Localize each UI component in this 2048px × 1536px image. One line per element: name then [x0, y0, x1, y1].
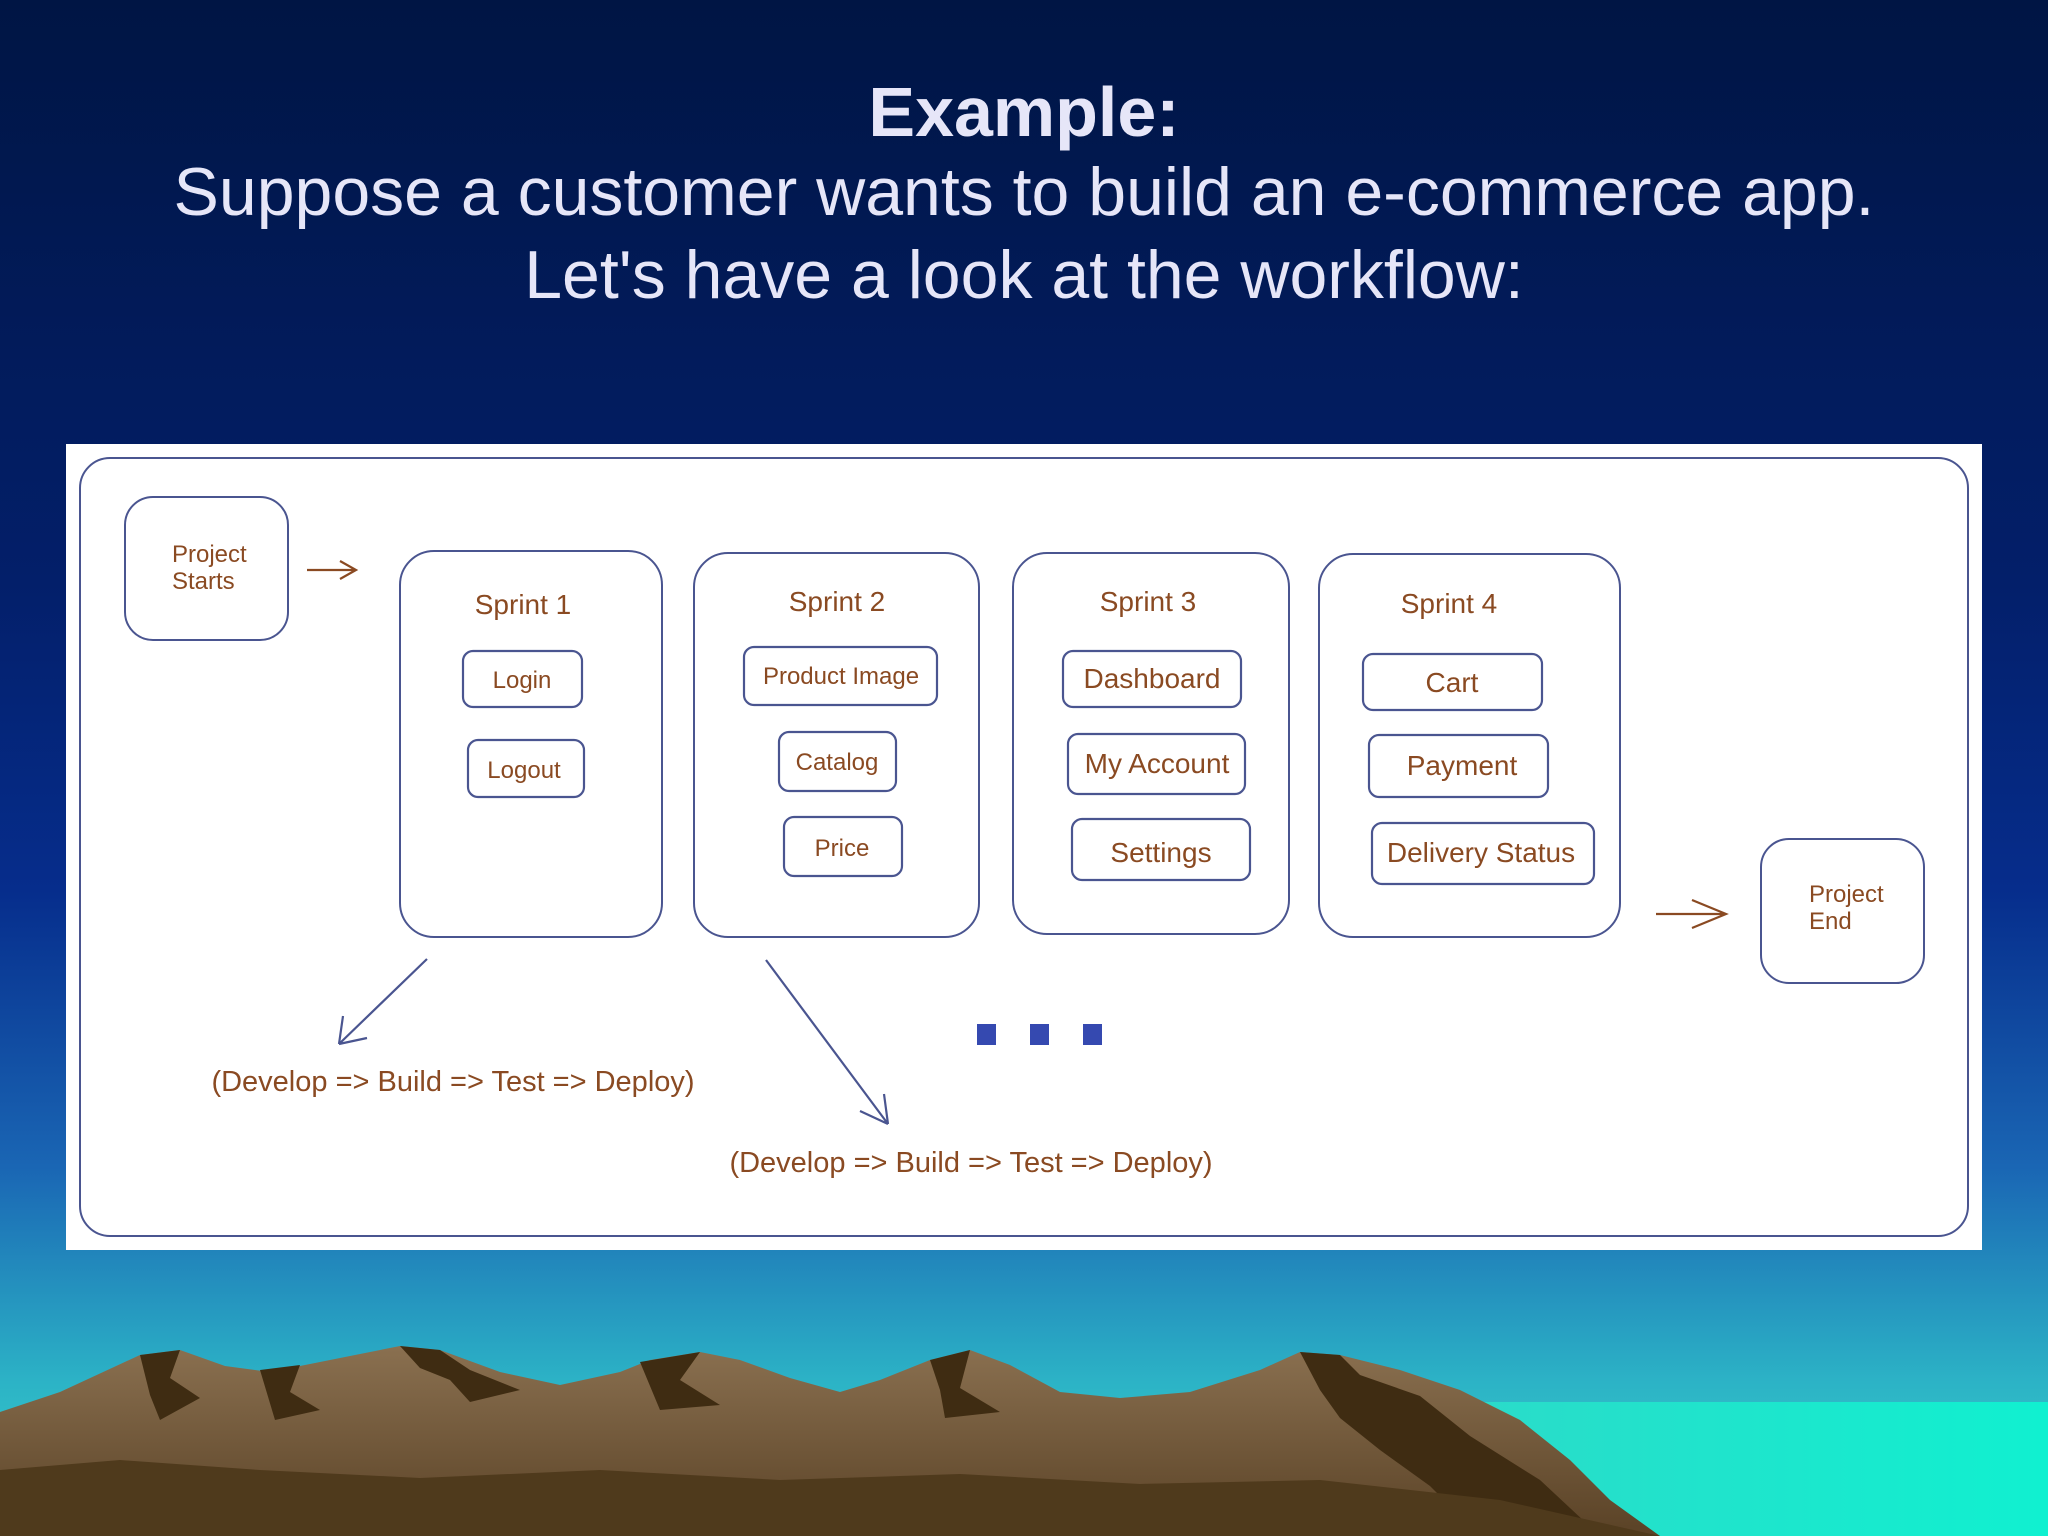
sprint-3-item: Settings	[1110, 837, 1211, 868]
sprint-4-item: Payment	[1407, 750, 1518, 781]
mountain-range	[0, 1346, 1660, 1536]
sprint-1-item-box	[466, 738, 586, 799]
end-arrow	[1656, 898, 1729, 930]
slide-subtitle-line-1: Suppose a customer wants to build an e-c…	[173, 154, 1875, 230]
sprint-1-item-box	[461, 649, 584, 709]
start-arrow	[307, 560, 359, 580]
sprint-1-title: Sprint 1	[475, 589, 572, 620]
sprint-1-group: Sprint 1 Login Logout	[399, 550, 663, 938]
more-sprints-ellipsis	[977, 1024, 1102, 1045]
sprint-3-item: Dashboard	[1084, 663, 1221, 694]
sprint-4-item: Delivery Status	[1387, 837, 1575, 868]
sprint-4-title: Sprint 4	[1401, 588, 1498, 619]
sprint-2-title: Sprint 2	[789, 586, 886, 617]
sprint-3-item-box	[1070, 817, 1252, 882]
sprint-1-cycle-arrow	[337, 958, 428, 1046]
sprint-3-title: Sprint 3	[1100, 586, 1197, 617]
sprint-3-group: Sprint 3 Dashboard My Account Settings	[1012, 552, 1290, 935]
sprint-2-cycle-label: (Develop => Build => Test => Deploy)	[729, 1147, 1212, 1179]
slide-title: Example:	[868, 73, 1180, 151]
sprint-2-cycle-arrow	[765, 959, 890, 1125]
sprint-4-item-box	[1370, 821, 1596, 886]
project-start-label-line-2: Starts	[172, 568, 235, 595]
sprint-4-item-box	[1361, 652, 1544, 712]
project-end-label-line-1: Project	[1809, 881, 1884, 908]
sprint-3-item-box	[1066, 732, 1247, 796]
project-end-node: Project End	[1760, 838, 1925, 984]
sprint-1-item: Logout	[487, 757, 561, 784]
sprint-2-group: Sprint 2 Product Image Catalog Price	[693, 552, 980, 938]
sprint-1-item: Login	[493, 667, 552, 694]
sprint-2-item: Product Image	[763, 663, 919, 690]
sprint-1-cycle-label: (Develop => Build => Test => Deploy)	[211, 1066, 694, 1098]
sprint-4-group: Sprint 4 Cart Payment Delivery Status	[1318, 553, 1621, 938]
sprint-2-item: Catalog	[796, 749, 879, 776]
sprint-3-item-box	[1061, 649, 1243, 709]
project-start-node: Project Starts	[124, 496, 289, 641]
workflow-diagram: Project Starts Sprint 1 Login Logout Spr…	[66, 444, 1982, 1250]
sprint-2-item-box	[777, 730, 898, 793]
sprint-2-item: Price	[815, 835, 870, 862]
sprint-4-item: Cart	[1426, 667, 1479, 698]
project-end-label-line-2: End	[1809, 908, 1852, 935]
sprint-2-item-box	[742, 645, 939, 707]
sprint-3-item: My Account	[1085, 748, 1230, 779]
diagram-outer-frame	[79, 457, 1969, 1237]
project-start-label-line-1: Project	[172, 541, 247, 568]
slide-subtitle-line-2: Let's have a look at the workflow:	[524, 237, 1524, 313]
sprint-2-item-box	[782, 815, 904, 878]
sprint-4-item-box	[1367, 733, 1550, 799]
